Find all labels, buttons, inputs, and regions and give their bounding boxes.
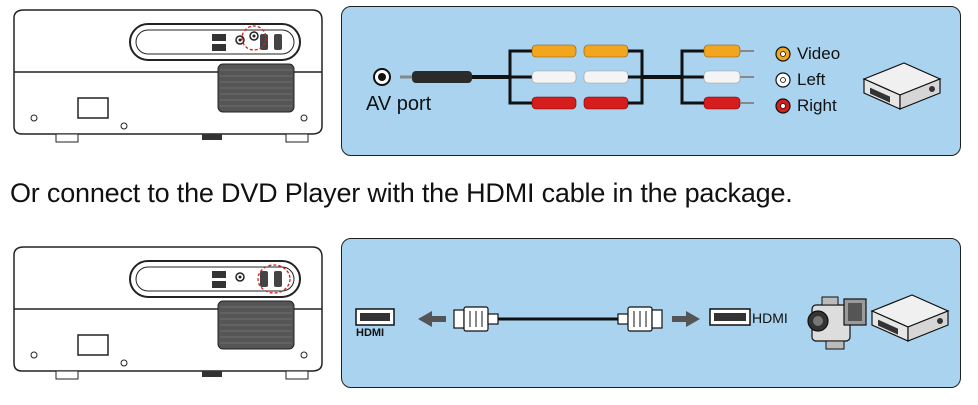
projector-back-view-bottom bbox=[8, 245, 326, 387]
rca-plug-icon bbox=[531, 44, 629, 110]
hdmi-connection-panel: HDMI HDMI bbox=[341, 238, 961, 388]
dvd-player-icon bbox=[870, 294, 950, 342]
projector-back-icon bbox=[13, 9, 323, 143]
av-port-icon bbox=[373, 68, 391, 86]
projector-back-icon bbox=[13, 246, 323, 380]
dvd-player-icon bbox=[862, 62, 942, 110]
hdmi-plug-icon bbox=[453, 306, 499, 332]
av-cable-diagram bbox=[373, 44, 942, 114]
right-label: Right bbox=[797, 96, 837, 115]
hdmi-cable-diagram bbox=[355, 294, 950, 350]
left-label: Left bbox=[797, 70, 826, 89]
av-connection-panel: AV port Video Left Right bbox=[341, 6, 961, 156]
arrow-left-icon bbox=[418, 311, 446, 327]
arrow-right-icon bbox=[672, 311, 700, 327]
projector-back-view-top bbox=[8, 8, 326, 150]
hdmi-port-label: HDMI bbox=[356, 327, 385, 339]
hdmi-device-label: HDMI bbox=[752, 310, 788, 326]
video-label: Video bbox=[797, 44, 841, 63]
camcorder-icon bbox=[807, 296, 867, 350]
av-port-label: AV port bbox=[366, 93, 432, 115]
instruction-caption: Or connect to the DVD Player with the HD… bbox=[10, 178, 793, 208]
